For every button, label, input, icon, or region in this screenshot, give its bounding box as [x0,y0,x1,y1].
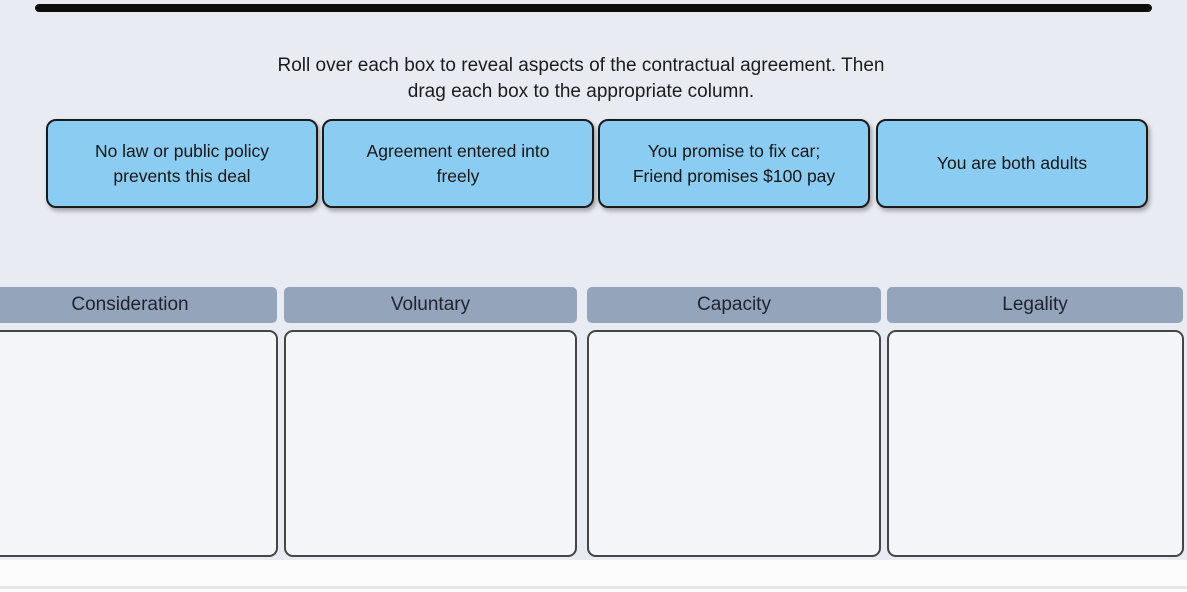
dropzone-voluntary[interactable] [284,330,577,557]
instructions-text: Roll over each box to reveal aspects of … [190,53,972,105]
drag-card-label: No law or public policy prevents this de… [94,140,270,186]
drag-card-both-adults[interactable]: You are both adults [876,119,1148,208]
drag-card-promise-fix-car[interactable]: You promise to fix car; Friend promises … [598,119,870,208]
drag-card-label: Agreement entered into freely [366,140,550,186]
dropzone-legality[interactable] [887,330,1184,557]
instruction-line-1: Roll over each box to reveal aspects of … [277,55,885,76]
activity-stage: Roll over each box to reveal aspects of … [0,0,1187,560]
column-header-legality: Legality [887,287,1183,323]
drag-card-no-law[interactable]: No law or public policy prevents this de… [46,119,318,208]
drag-card-label: You are both adults [936,153,1088,173]
column-header-consideration: Consideration [0,287,277,323]
footer-divider-line [0,586,1187,589]
drag-card-label: You promise to fix car; Friend promises … [632,140,836,186]
dropzone-capacity[interactable] [587,330,881,557]
dropzone-consideration[interactable] [0,330,278,557]
progress-bar [35,4,1152,12]
instruction-line-2: drag each box to the appropriate column. [407,81,755,102]
column-header-capacity: Capacity [587,287,881,323]
column-header-voluntary: Voluntary [284,287,577,323]
drag-card-agreement-freely[interactable]: Agreement entered into freely [322,119,594,208]
